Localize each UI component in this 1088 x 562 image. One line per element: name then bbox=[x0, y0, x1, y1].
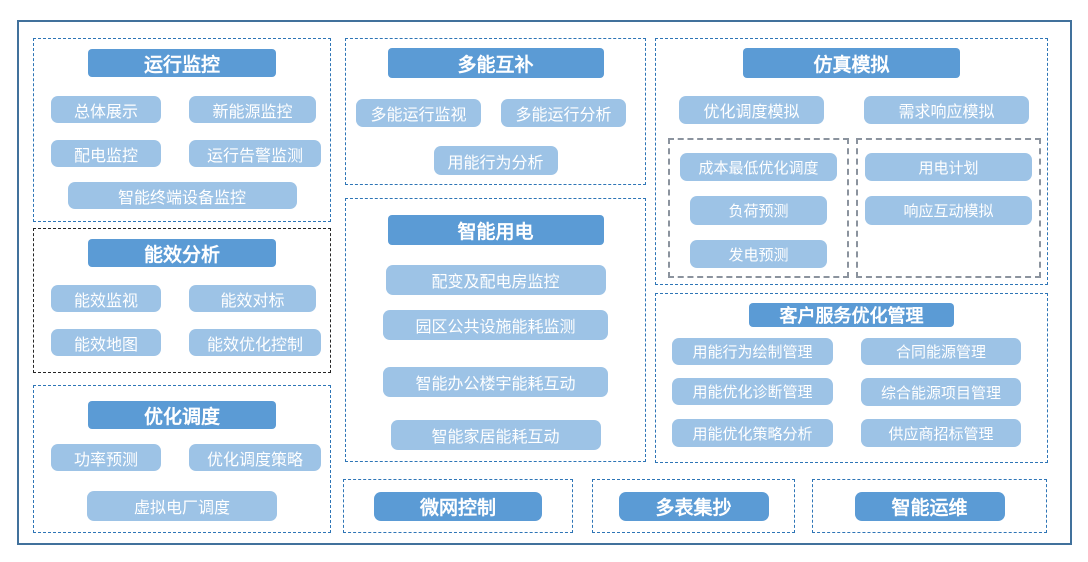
module-virtual-power-plant-dispatch: 虚拟电厂调度 bbox=[87, 491, 277, 521]
module-integrated-energy-project-mgmt: 综合能源项目管理 bbox=[861, 378, 1021, 406]
group-title-smart-operation-maintenance: 智能运维 bbox=[854, 492, 1005, 521]
module-min-cost-dispatch: 成本最低优化调度 bbox=[680, 153, 837, 181]
module-transformer-room-monitoring: 配变及配电房监控 bbox=[385, 265, 606, 295]
module-alarm-monitoring: 运行告警监测 bbox=[189, 140, 321, 167]
group-optimal-dispatch: 优化调度 功率预测 优化调度策略 虚拟电厂调度 bbox=[33, 385, 331, 533]
module-efficiency-monitoring: 能效监视 bbox=[51, 285, 161, 312]
module-efficiency-optimal-control: 能效优化控制 bbox=[189, 329, 321, 356]
outer-frame bbox=[17, 20, 1072, 545]
module-park-facility-energy-monitoring: 园区公共设施能耗监测 bbox=[383, 310, 608, 340]
module-generation-forecast: 发电预测 bbox=[690, 240, 827, 268]
module-dispatch-strategy: 优化调度策略 bbox=[189, 444, 321, 471]
group-title-energy-efficiency-analysis: 能效分析 bbox=[88, 239, 276, 267]
group-title-multi-energy-complementary: 多能互补 bbox=[387, 48, 604, 78]
button-row: 多能运行监视 多能运行分析 bbox=[346, 99, 645, 127]
module-energy-optimization-strategy-analysis: 用能优化策略分析 bbox=[672, 419, 833, 447]
group-customer-service-optimization: 客户服务优化管理 用能行为绘制管理 合同能源管理 用能优化诊断管理 综合能源项目… bbox=[655, 293, 1048, 463]
group-energy-efficiency-analysis: 能效分析 能效监视 能效对标 能效地图 能效优化控制 bbox=[33, 228, 331, 373]
button-row: 智能家居能耗互动 bbox=[346, 420, 645, 450]
module-efficiency-benchmarking: 能效对标 bbox=[189, 285, 316, 312]
button-row: 智能办公楼宇能耗互动 bbox=[346, 367, 645, 397]
group-multi-energy-complementary: 多能互补 多能运行监视 多能运行分析 用能行为分析 bbox=[345, 38, 646, 185]
module-distribution-monitoring: 配电监控 bbox=[51, 140, 161, 167]
button-row: 能效地图 能效优化控制 bbox=[34, 329, 330, 356]
button-row: 功率预测 优化调度策略 bbox=[34, 444, 330, 471]
button-row: 园区公共设施能耗监测 bbox=[346, 310, 645, 340]
subgroup-dispatch-forecast: 成本最低优化调度 负荷预测 发电预测 bbox=[668, 138, 849, 278]
button-row: 虚拟电厂调度 bbox=[34, 491, 330, 521]
module-load-forecast: 负荷预测 bbox=[690, 196, 827, 225]
button-row: 优化调度模拟 需求响应模拟 bbox=[656, 96, 1047, 124]
module-multi-energy-operation-analysis: 多能运行分析 bbox=[501, 99, 626, 127]
module-smart-office-building-interaction: 智能办公楼宇能耗互动 bbox=[383, 367, 608, 397]
module-smart-terminal-monitoring: 智能终端设备监控 bbox=[67, 182, 297, 209]
button-row: 用能行为绘制管理 合同能源管理 bbox=[656, 338, 1047, 365]
group-smart-operation-maintenance: 智能运维 bbox=[812, 479, 1047, 533]
group-operation-monitoring: 运行监控 总体展示 新能源监控 配电监控 运行告警监测 智能终端设备监控 bbox=[33, 38, 331, 222]
module-supplier-bidding-mgmt: 供应商招标管理 bbox=[861, 419, 1021, 447]
group-title-multi-meter-reading: 多表集抄 bbox=[618, 492, 769, 521]
group-micro-grid-control: 微网控制 bbox=[343, 479, 573, 533]
module-response-interaction-simulation: 响应互动模拟 bbox=[865, 196, 1032, 225]
group-title-micro-grid-control: 微网控制 bbox=[374, 492, 542, 521]
module-smart-home-energy-interaction: 智能家居能耗互动 bbox=[390, 420, 601, 450]
button-row: 总体展示 新能源监控 bbox=[34, 96, 330, 123]
button-row: 配电监控 运行告警监测 bbox=[34, 140, 330, 167]
module-dispatch-simulation: 优化调度模拟 bbox=[679, 96, 824, 124]
module-power-use-plan: 用电计划 bbox=[865, 153, 1032, 181]
group-title-optimal-dispatch: 优化调度 bbox=[88, 401, 276, 429]
group-simulation: 仿真模拟 优化调度模拟 需求响应模拟 成本最低优化调度 负荷预测 发电预测 用电… bbox=[655, 38, 1048, 285]
group-title-customer-service-optimization: 客户服务优化管理 bbox=[749, 303, 954, 327]
button-row: 用能行为分析 bbox=[346, 146, 645, 175]
module-efficiency-map: 能效地图 bbox=[51, 329, 161, 356]
module-overall-display: 总体展示 bbox=[51, 96, 161, 123]
module-power-forecast: 功率预测 bbox=[51, 444, 161, 471]
module-energy-behavior-analysis: 用能行为分析 bbox=[433, 146, 558, 175]
module-multi-energy-operation-monitoring: 多能运行监视 bbox=[356, 99, 481, 127]
button-row: 配变及配电房监控 bbox=[346, 265, 645, 295]
group-title-smart-power-use: 智能用电 bbox=[387, 215, 604, 245]
group-smart-power-use: 智能用电 配变及配电房监控 园区公共设施能耗监测 智能办公楼宇能耗互动 智能家居… bbox=[345, 198, 646, 462]
group-title-simulation: 仿真模拟 bbox=[743, 48, 960, 78]
module-contract-energy-mgmt: 合同能源管理 bbox=[861, 338, 1021, 365]
button-row: 能效监视 能效对标 bbox=[34, 285, 330, 312]
button-row: 用能优化诊断管理 综合能源项目管理 bbox=[656, 378, 1047, 406]
module-energy-behavior-mapping-mgmt: 用能行为绘制管理 bbox=[672, 338, 833, 365]
module-new-energy-monitoring: 新能源监控 bbox=[189, 96, 316, 123]
module-energy-optimization-diagnosis-mgmt: 用能优化诊断管理 bbox=[672, 378, 833, 405]
button-row: 智能终端设备监控 bbox=[34, 182, 330, 209]
button-row: 用能优化策略分析 供应商招标管理 bbox=[656, 419, 1047, 447]
subgroup-power-plan: 用电计划 响应互动模拟 bbox=[856, 138, 1041, 278]
group-title-operation-monitoring: 运行监控 bbox=[88, 49, 276, 77]
module-demand-response-simulation: 需求响应模拟 bbox=[864, 96, 1029, 124]
group-multi-meter-reading: 多表集抄 bbox=[592, 479, 795, 533]
subgroup-row: 成本最低优化调度 负荷预测 发电预测 用电计划 响应互动模拟 bbox=[656, 138, 1047, 278]
